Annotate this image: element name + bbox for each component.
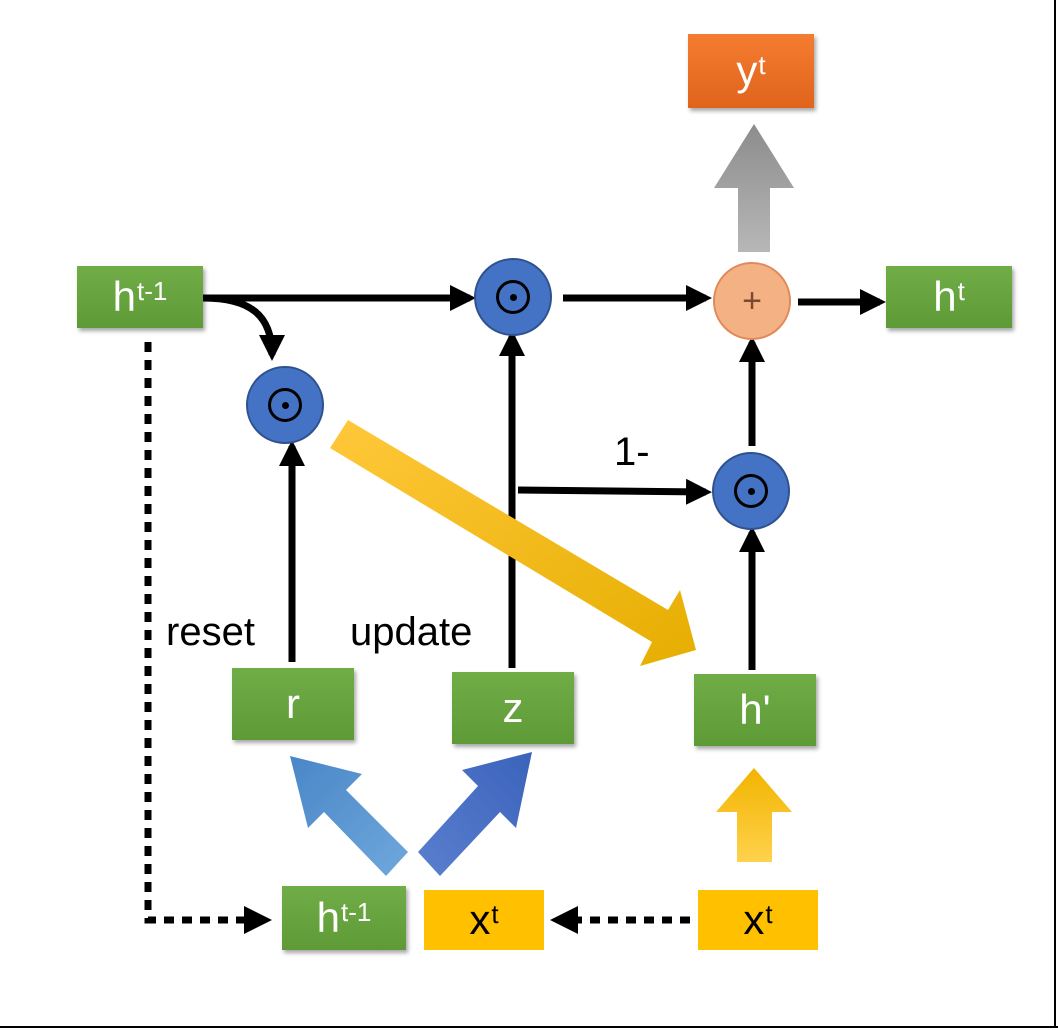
yellow-arrow-to-hcand-up bbox=[716, 768, 792, 862]
node-h-candidate-label: h' bbox=[739, 686, 771, 733]
node-x-mid-sup: t bbox=[491, 899, 499, 929]
yellow-arrow-to-hcand bbox=[330, 420, 696, 666]
node-h-out-sup: t bbox=[957, 276, 965, 306]
hadamard-op-reset bbox=[246, 366, 324, 444]
node-h-prev-top-base: h bbox=[112, 273, 136, 320]
node-h-prev-top-sup: t-1 bbox=[137, 276, 168, 306]
frame-bottom-border bbox=[0, 1026, 1058, 1028]
blue-arrow-to-r bbox=[290, 756, 408, 876]
node-x-right-sup: t bbox=[765, 899, 773, 929]
hadamard-symbol-icon bbox=[734, 474, 768, 508]
hadamard-symbol-icon bbox=[268, 388, 302, 422]
gray-arrow-to-y bbox=[714, 124, 794, 252]
node-h-candidate: h' bbox=[694, 674, 816, 746]
node-x-right-base: x bbox=[743, 896, 765, 943]
hadamard-op-gate bbox=[474, 258, 552, 336]
sum-op: + bbox=[713, 262, 791, 340]
label-reset: reset bbox=[166, 610, 255, 654]
node-y-out-sup: t bbox=[758, 50, 766, 80]
hadamard-symbol-icon bbox=[496, 280, 530, 314]
node-y-out-base: y bbox=[736, 47, 758, 94]
label-update: update bbox=[350, 610, 473, 654]
node-z-label: z bbox=[502, 684, 524, 731]
node-r-label: r bbox=[286, 680, 300, 727]
arrow-z-to-oneminus bbox=[517, 478, 712, 505]
node-h-out-base: h bbox=[933, 273, 957, 320]
blue-arrow-to-z bbox=[418, 752, 532, 876]
node-r: r bbox=[232, 668, 354, 740]
node-h-prev-bottom-sup: t-1 bbox=[341, 897, 372, 927]
arrow-hprev-to-reset-mult bbox=[202, 294, 285, 361]
dotted-hprev-carry bbox=[144, 342, 248, 924]
hadamard-op-candidate bbox=[712, 452, 790, 530]
node-h-prev-bottom-base: h bbox=[316, 894, 340, 941]
plus-icon: + bbox=[742, 281, 762, 320]
node-x-mid-base: x bbox=[469, 896, 491, 943]
label-one-minus: 1- bbox=[614, 430, 650, 474]
node-z: z bbox=[452, 672, 574, 744]
frame-right-border bbox=[1054, 0, 1056, 1028]
